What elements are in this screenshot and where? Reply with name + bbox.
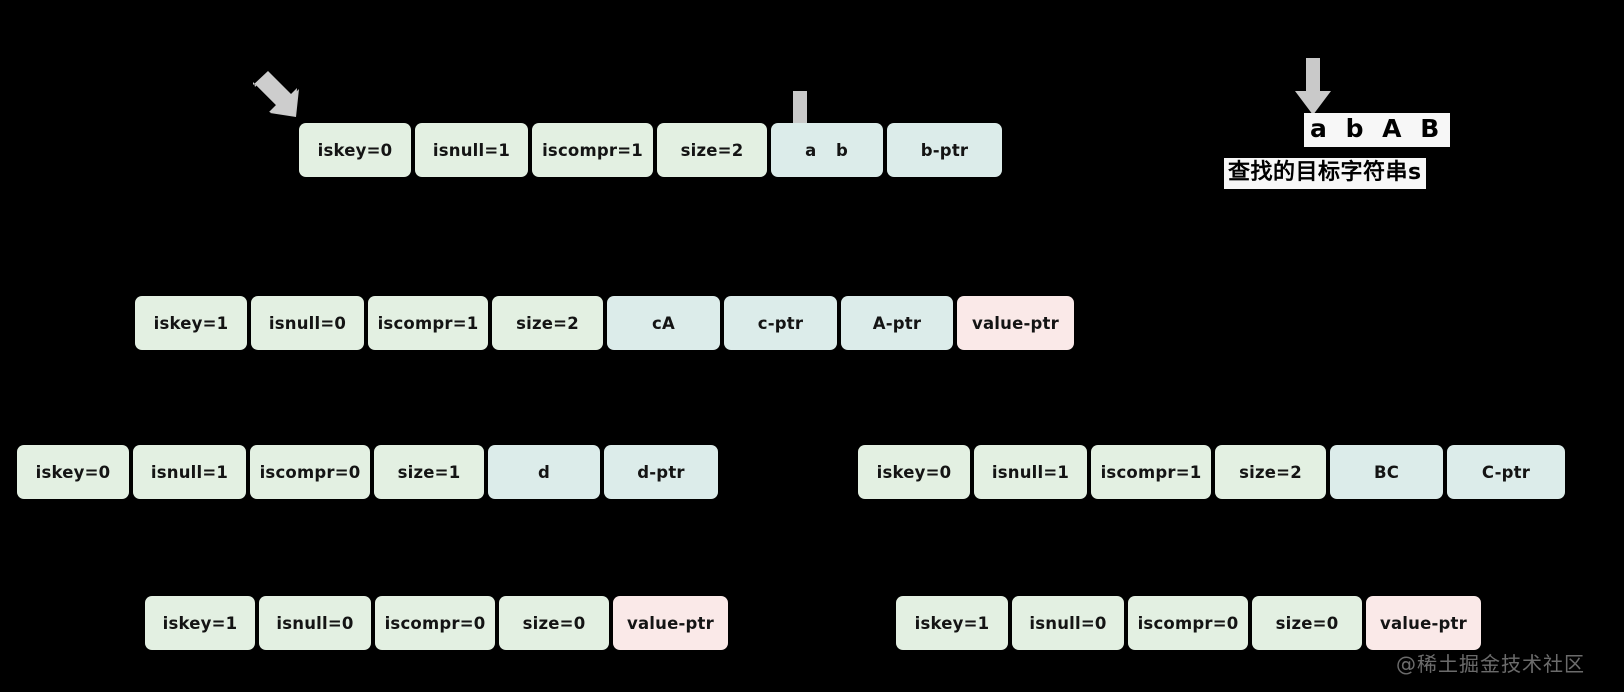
root-pointer-arrow-icon — [253, 71, 299, 117]
node-field[interactable]: size=0 — [499, 596, 609, 650]
node-field-pointer[interactable]: A-ptr — [841, 296, 953, 350]
target-string-callout: a b A B 查找的目标字符串s — [1224, 113, 1451, 190]
node-field-chars[interactable]: cA — [607, 296, 720, 350]
node-row-4-right: iskey=1 isnull=0 iscompr=0 size=0 value-… — [896, 596, 1481, 650]
node-field[interactable]: size=1 — [374, 445, 484, 499]
target-string-caption: 查找的目标字符串s — [1224, 157, 1426, 190]
node-row-4-left: iskey=1 isnull=0 iscompr=0 size=0 value-… — [145, 596, 728, 650]
node-field-chars[interactable]: d — [488, 445, 600, 499]
node-field-pointer[interactable]: C-ptr — [1447, 445, 1565, 499]
node-field[interactable]: iscompr=0 — [375, 596, 495, 650]
node-field-value-pointer[interactable]: value-ptr — [957, 296, 1074, 350]
target-string-pointer-arrow-icon — [1295, 58, 1331, 115]
node-field-chars[interactable]: a b — [771, 123, 883, 177]
target-string-value: a b A B — [1304, 113, 1451, 147]
node-field[interactable]: iskey=0 — [17, 445, 129, 499]
node-field-value-pointer[interactable]: value-ptr — [613, 596, 728, 650]
node-row-3-left: iskey=0 isnull=1 iscompr=0 size=1 d d-pt… — [17, 445, 718, 499]
watermark: @稀土掘金技术社区 — [1396, 652, 1585, 676]
node-field[interactable]: size=2 — [1215, 445, 1326, 499]
node-row-3-right: iskey=0 isnull=1 iscompr=1 size=2 BC C-p… — [858, 445, 1565, 499]
node-field[interactable]: iscompr=1 — [532, 123, 653, 177]
node-field-value-pointer[interactable]: value-ptr — [1366, 596, 1481, 650]
node-field[interactable]: isnull=0 — [259, 596, 371, 650]
node-field-pointer[interactable]: d-ptr — [604, 445, 718, 499]
node-field[interactable]: iscompr=1 — [368, 296, 488, 350]
node-field[interactable]: isnull=0 — [1012, 596, 1124, 650]
node-field-pointer[interactable]: c-ptr — [724, 296, 837, 350]
node-field[interactable]: isnull=0 — [251, 296, 364, 350]
node-field[interactable]: isnull=1 — [974, 445, 1087, 499]
node-field[interactable]: iskey=1 — [135, 296, 247, 350]
node-field[interactable]: size=2 — [657, 123, 767, 177]
node-field[interactable]: size=0 — [1252, 596, 1362, 650]
node-row-1: iskey=0 isnull=1 iscompr=1 size=2 a b b-… — [299, 123, 1002, 177]
node-field[interactable]: isnull=1 — [133, 445, 246, 499]
node-field-pointer[interactable]: b-ptr — [887, 123, 1002, 177]
node-field[interactable]: iskey=1 — [896, 596, 1008, 650]
node-field[interactable]: iscompr=1 — [1091, 445, 1211, 499]
node-field[interactable]: iskey=0 — [299, 123, 411, 177]
node-field[interactable]: size=2 — [492, 296, 603, 350]
node-field[interactable]: iscompr=0 — [250, 445, 370, 499]
node-field[interactable]: iskey=0 — [858, 445, 970, 499]
node-field[interactable]: iscompr=0 — [1128, 596, 1248, 650]
node-row-2: iskey=1 isnull=0 iscompr=1 size=2 cA c-p… — [135, 296, 1074, 350]
node-field[interactable]: isnull=1 — [415, 123, 528, 177]
node-field-chars[interactable]: BC — [1330, 445, 1443, 499]
node-field[interactable]: iskey=1 — [145, 596, 255, 650]
